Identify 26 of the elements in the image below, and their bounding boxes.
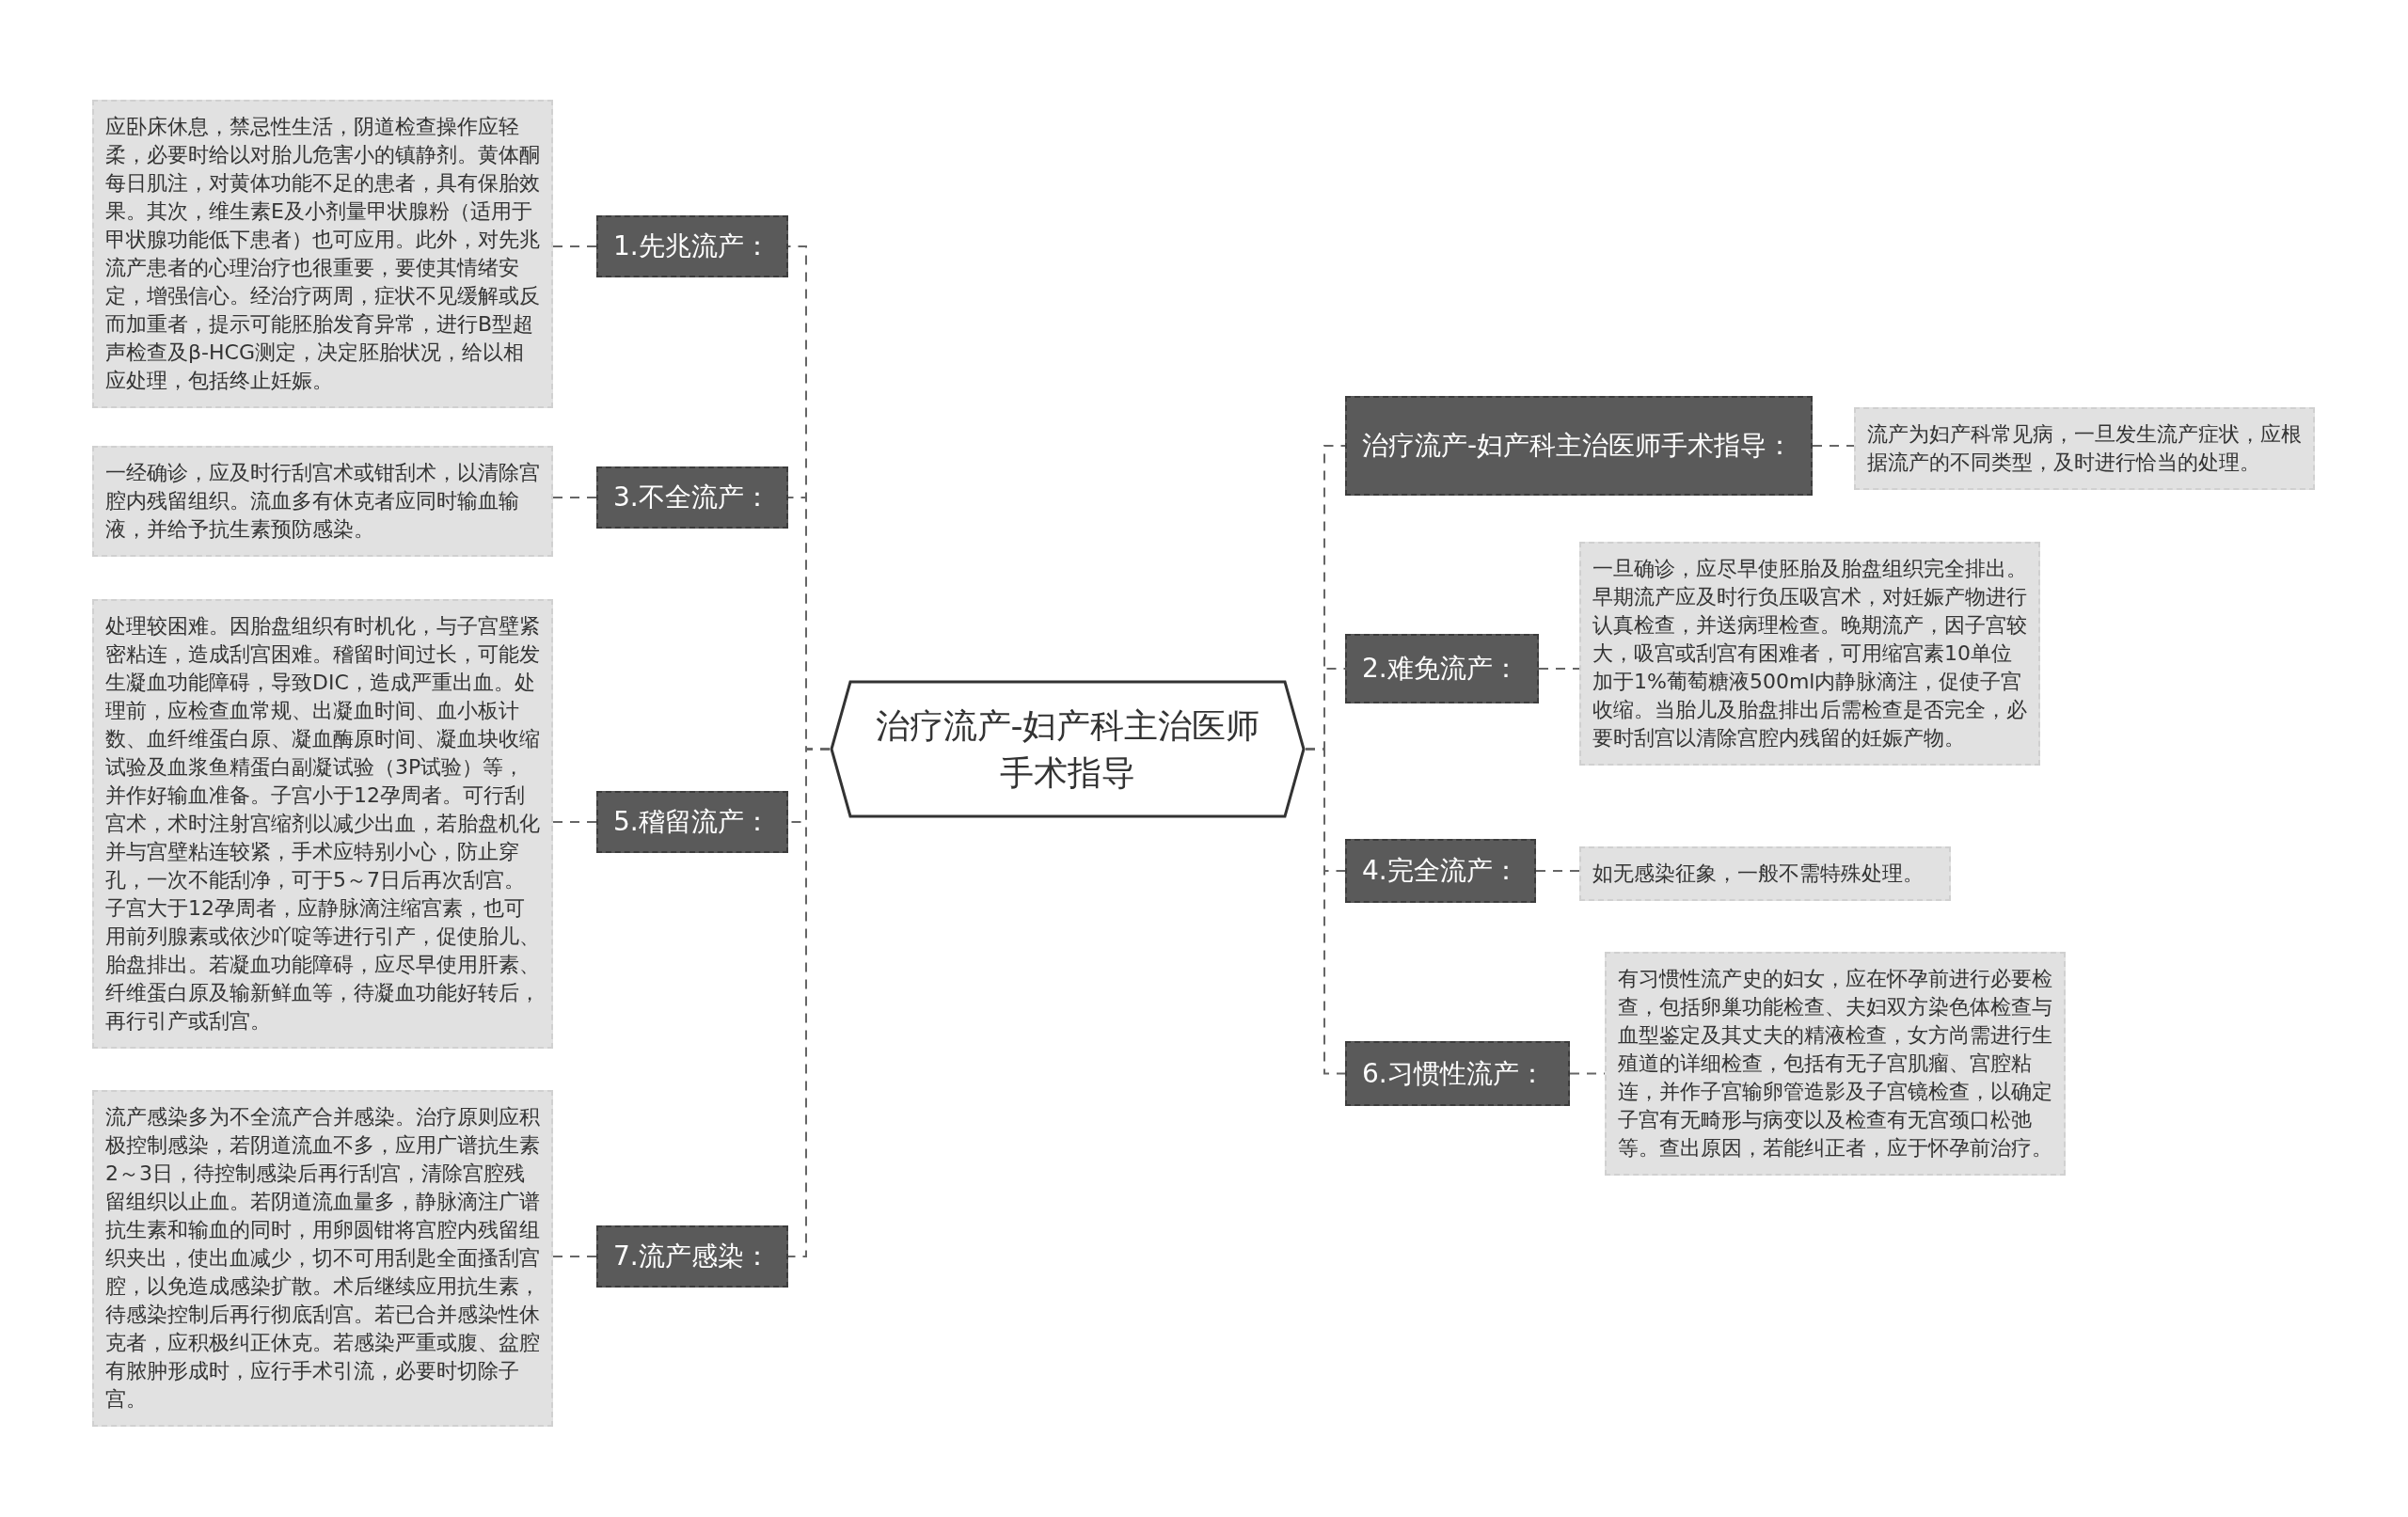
connector bbox=[1812, 445, 1855, 447]
connector bbox=[552, 821, 597, 823]
note-box: 如无感染征象，一般不需特殊处理。 bbox=[1579, 846, 1951, 901]
connector bbox=[1305, 748, 1346, 1075]
topic-box: 7.流产感染： bbox=[596, 1225, 788, 1288]
hexagon-node: 治疗流产-妇产科主治医师手术指导 bbox=[830, 680, 1306, 818]
connector bbox=[552, 497, 597, 498]
topic-box: 4.完全流产： bbox=[1345, 839, 1536, 903]
connector bbox=[552, 245, 597, 247]
topic-box: 1.先兆流产： bbox=[596, 215, 788, 277]
topic-box: 2.难免流产： bbox=[1345, 634, 1539, 703]
topic-box: 5.稽留流产： bbox=[596, 791, 788, 853]
note-box: 处理较困难。因胎盘组织有时机化，与子宫壁紧密粘连，造成刮宫困难。稽留时间过长，可能发生凝血功能障碍，导致DIC，造成严重出血。处理前，应检查血常规、出凝血时间、血小板计数、血纤维蛋白原、凝血酶原时间、凝血块收缩试验及血浆鱼精蛋白副凝试验（3P试验）等，并作好输血准备。子宫小于12孕周者。可行刮宫术，术时注射宫缩剂以减少出血，若胎盘机化并与宫壁粘连较紧，手术应特别小心，防止穿孔，一次不能刮净，可于5～7日后再次刮宫。子宫大于12孕周者，应静脉滴注缩宫素，也可用前列腺素或依沙吖啶等进行引产，促使胎儿、胎盘排出。若凝血功能障碍，应尽早使用肝素、纤维蛋白原及输新鲜血等，待凝血功能好转后，再行引产或刮宫。 bbox=[92, 599, 553, 1049]
note-box: 流产为妇产科常见病，一旦发生流产症状，应根据流产的不同类型，及时进行恰当的处理。 bbox=[1854, 407, 2315, 490]
connector bbox=[552, 1256, 597, 1257]
connector bbox=[1538, 668, 1580, 670]
connector bbox=[787, 748, 831, 1257]
topic-box: 3.不全流产： bbox=[596, 466, 788, 529]
note-box: 应卧床休息，禁忌性生活，阴道检查操作应轻柔，必要时给以对胎儿危害小的镇静剂。黄体酮每日肌注，对黄体功能不足的患者，具有保胎效果。其次，维生素E及小剂量甲状腺粉（适用于甲状腺功能低下患者）也可应用。此外，对先兆流产患者的心理治疗也很重要，要使其情绪安定，增强信心。经治疗两周，症状不见缓解或反而加重者，提示可能胚胎发育异常，进行B型超声检查及β-HCG测定，决定胚胎状况，给以相应处理，包括终止妊娠。 bbox=[92, 100, 553, 408]
note-box: 一经确诊，应及时行刮宫术或钳刮术，以清除宫腔内残留组织。流血多有休克者应同时输血输液，并给予抗生素预防感染。 bbox=[92, 446, 553, 557]
note-box: 一旦确诊，应尽早使胚胎及胎盘组织完全排出。早期流产应及时行负压吸宫术，对妊娠产物进行认真检查，并送病理检查。晚期流产，因子宫较大，吸宫或刮宫有困难者，可用缩宫素10单位加于1%葡萄糖液500ml内静脉滴注，促使子宫收缩。当胎儿及胎盘排出后需检查是否完全，必要时刮宫以清除宫腔内残留的妊娠产物。 bbox=[1579, 542, 2040, 766]
connector bbox=[1535, 870, 1580, 872]
note-box: 有习惯性流产史的妇女，应在怀孕前进行必要检查，包括卵巢功能检查、夫妇双方染色体检查与血型鉴定及其丈夫的精液检查，女方尚需进行生殖道的详细检查，包括有无子宫肌瘤、宫腔粘连，并作子宫输卵管造影及子宫镜检查，以确定子宫有无畸形与病变以及检查有无宫颈口松弛等。查出原因，若能纠正者，应于怀孕前治疗。 bbox=[1605, 952, 2066, 1176]
topic-box: 治疗流产-妇产科主治医师手术指导： bbox=[1345, 396, 1813, 496]
topic-box: 6.习惯性流产： bbox=[1345, 1041, 1570, 1106]
note-box: 流产感染多为不全流产合并感染。治疗原则应积极控制感染，若阴道流血不多，应用广谱抗生素2～3日，待控制感染后再行刮宫，清除宫腔残留组织以止血。若阴道流血量多，静脉滴注广谱抗生素和输血的同时，用卵圆钳将宫腔内残留组织夹出，使出血减少，切不可用刮匙全面搔刮宫腔，以免造成感染扩散。术后继续应用抗生素，待感染控制后再行彻底刮宫。若已合并感染性休克者，应积极纠正休克。若感染严重或腹、盆腔有脓肿形成时，应行手术引流，必要时切除子宫。 bbox=[92, 1090, 553, 1427]
